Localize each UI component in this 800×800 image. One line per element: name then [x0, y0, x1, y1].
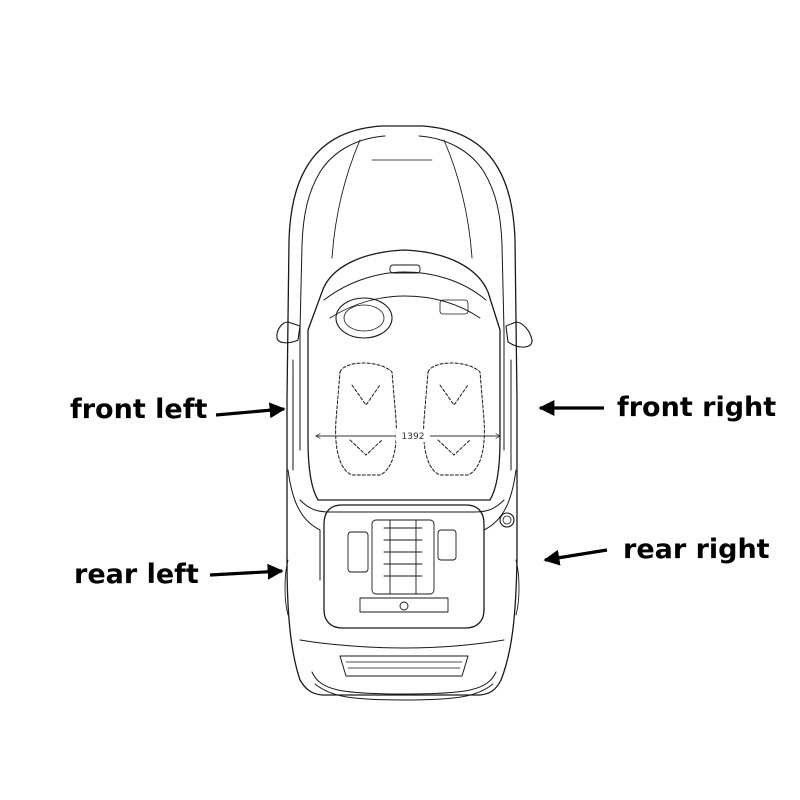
label-front-right: front right [617, 392, 777, 423]
label-front-left: front left [70, 394, 208, 425]
rear-left-arrow [209, 563, 284, 580]
rear-lights [339, 655, 469, 677]
right-mirror [505, 321, 533, 348]
fuel-cap [499, 512, 515, 528]
car-body-outline [286, 125, 518, 696]
cockpit-opening [307, 249, 501, 501]
right-seat [423, 362, 485, 476]
engine-window [323, 504, 485, 629]
label-rear-right: rear right [623, 534, 770, 565]
pointer-arrows [209, 400, 608, 580]
left-seat [335, 362, 397, 476]
left-mirror [276, 321, 301, 344]
engine [347, 519, 457, 613]
car-top-view [276, 125, 533, 701]
front-left-arrow [215, 402, 286, 419]
dimension-value: 1392 [402, 432, 425, 442]
steering-wheel [335, 297, 393, 339]
rear-right-arrow [543, 548, 608, 566]
label-rear-left: rear left [74, 559, 199, 590]
track-dimension: 1392 [316, 429, 500, 442]
